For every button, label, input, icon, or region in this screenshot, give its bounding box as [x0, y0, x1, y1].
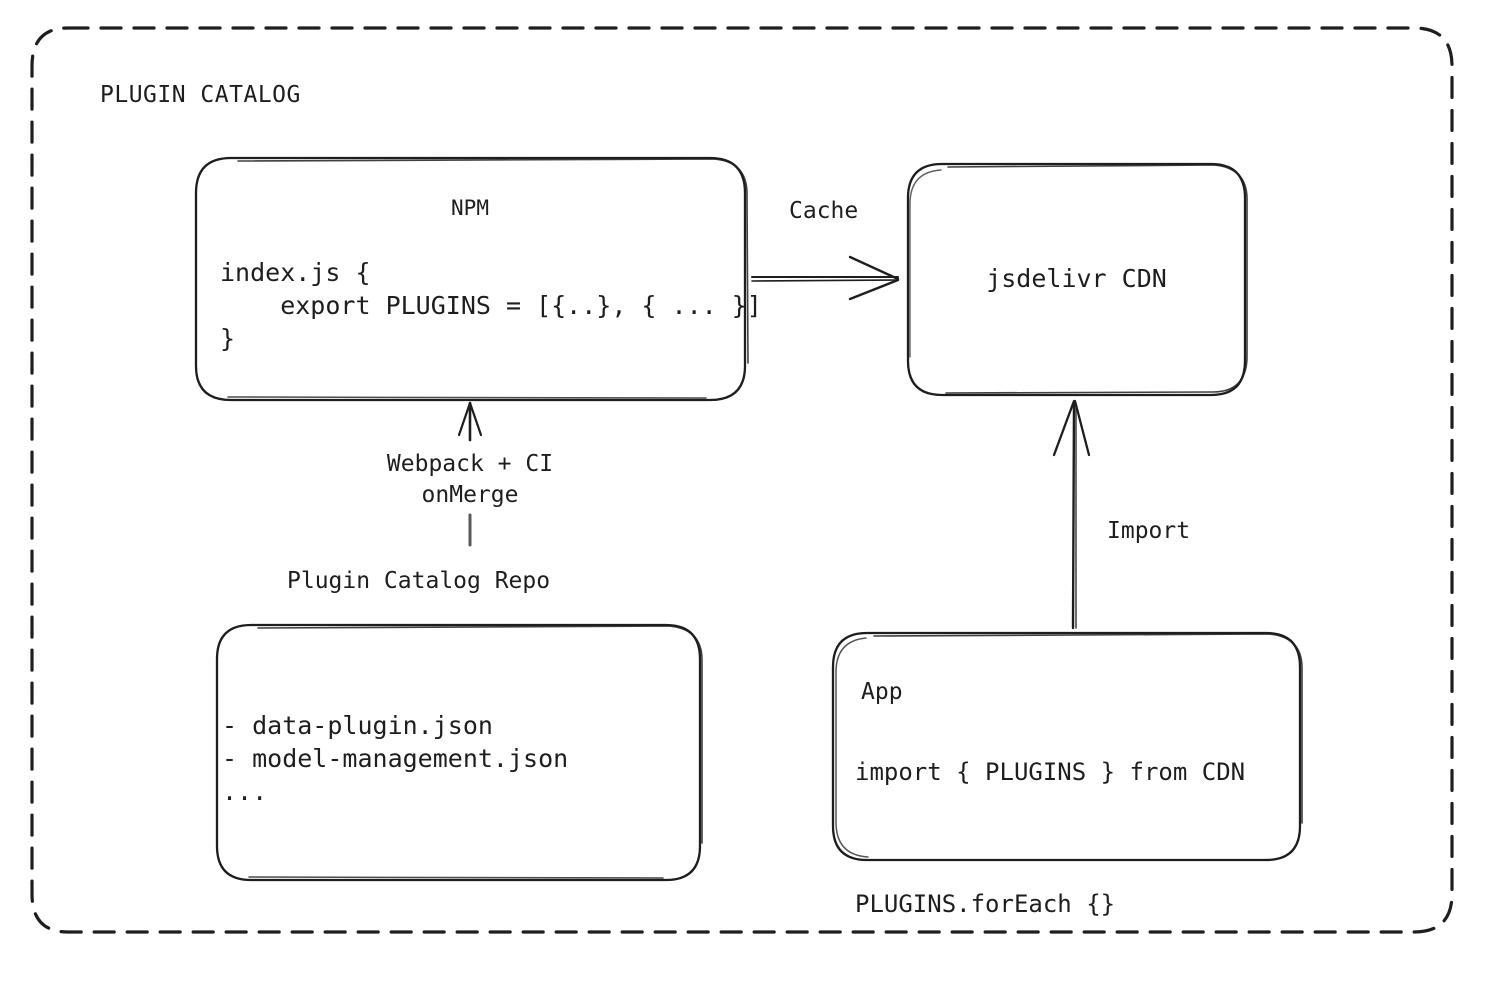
- cdn-node-title: jsdelivr CDN: [986, 264, 1167, 293]
- import-edge-label: Import: [1107, 518, 1191, 544]
- app-node-code: import { PLUGINS } from CDN PLUGINS.forE…: [855, 758, 1246, 918]
- webpack-edge-label: Webpack + CI onMerge: [386, 451, 554, 508]
- import-arrow: [1052, 399, 1091, 630]
- cache-arrow: [751, 255, 900, 301]
- repo-node[interactable]: [215, 623, 703, 882]
- repo-node-files: - data-plugin.json - model-management.js…: [222, 711, 569, 806]
- app-node-title: App: [861, 679, 903, 705]
- page-title: PLUGIN CATALOG: [100, 82, 301, 108]
- repo-node-label: Plugin Catalog Repo: [287, 568, 551, 594]
- npm-node[interactable]: [194, 156, 749, 402]
- plugin-catalog-container: [30, 26, 1454, 934]
- npm-node-code: index.js { export PLUGINS = [{..}, { ...…: [220, 258, 762, 353]
- cache-edge-label: Cache: [789, 198, 859, 224]
- cdn-node[interactable]: [906, 162, 1248, 397]
- npm-node-title: NPM: [451, 196, 489, 220]
- app-node[interactable]: [831, 631, 1303, 862]
- webpack-arrow: [457, 401, 483, 547]
